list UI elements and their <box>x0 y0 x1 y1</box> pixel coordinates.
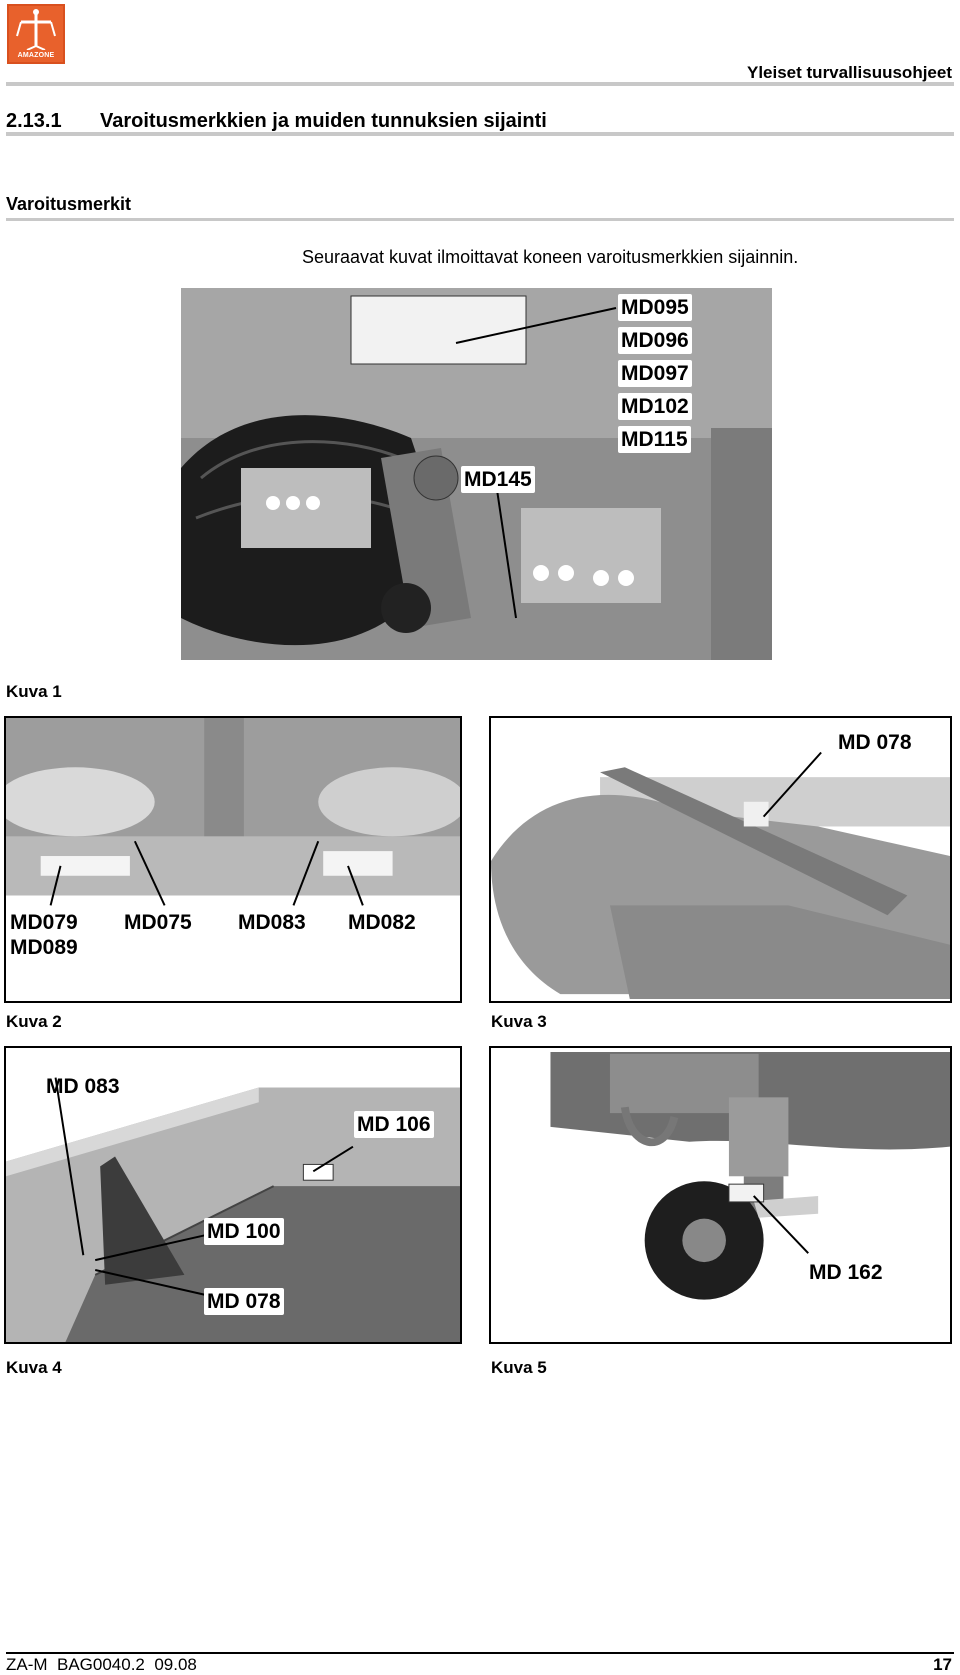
figure-5-caption: Kuva 5 <box>491 1358 547 1377</box>
logo-text: AMAZONE <box>17 52 55 59</box>
label-md095: MD095 <box>618 294 692 321</box>
footer-document-id: ZA-M BAG0040.2 09.08 <box>6 1655 197 1674</box>
label-md078-tank: MD 078 <box>204 1288 284 1315</box>
figure-1-illustration <box>181 288 772 660</box>
subsection-title: Varoitusmerkit <box>6 194 132 214</box>
label-md100: MD 100 <box>204 1218 284 1245</box>
figure-4-caption: Kuva 4 <box>6 1358 62 1377</box>
intro-text: Seuraavat kuvat ilmoittavat koneen varoi… <box>302 247 799 267</box>
label-md078: MD 078 <box>838 731 912 754</box>
footer-rule <box>6 1652 954 1654</box>
label-md115: MD115 <box>618 426 691 453</box>
subtitle-rule <box>6 218 954 221</box>
label-md083: MD083 <box>238 911 306 934</box>
label-md162: MD 162 <box>809 1261 883 1284</box>
label-md102: MD102 <box>618 393 692 420</box>
logo-figure-icon <box>16 9 56 51</box>
header-section-title: Yleiset turvallisuusohjeet <box>746 63 952 82</box>
label-md106: MD 106 <box>354 1111 434 1138</box>
page-number: 17 <box>933 1655 952 1674</box>
page-title: 2.13.1 Varoitusmerkkien ja muiden tunnuks… <box>6 110 547 133</box>
figure-2-illustration <box>6 718 460 906</box>
label-md079: MD079 <box>10 911 78 934</box>
amazone-logo: AMAZONE <box>7 4 65 64</box>
figure-5-illustration <box>550 1051 950 1300</box>
label-md083-tank: MD 083 <box>46 1075 120 1098</box>
figure-4-photo: MD 083 MD 106 MD 100 MD 078 <box>4 1046 462 1344</box>
label-md082: MD082 <box>348 911 416 934</box>
figure-3-illustration <box>491 751 950 1000</box>
label-md075: MD075 <box>124 911 192 934</box>
label-md089: MD089 <box>10 936 78 959</box>
label-md145: MD145 <box>461 466 535 493</box>
figure-3-photo: MD 078 <box>489 716 952 1003</box>
figure-1-caption: Kuva 1 <box>6 682 62 701</box>
figure-1-photo: MD095 MD096 MD097 MD102 MD115 MD145 <box>181 288 772 660</box>
section-number: 2.13.1 <box>6 110 62 132</box>
figure-4-illustration <box>6 1077 460 1342</box>
figure-2-caption: Kuva 2 <box>6 1012 62 1031</box>
figure-3-caption: Kuva 3 <box>491 1012 547 1031</box>
figure-5-photo: MD 162 <box>489 1046 952 1344</box>
title-rule <box>6 132 954 136</box>
figure-2-photo: MD079 MD089 MD075 MD083 MD082 <box>4 716 462 1003</box>
header-rule <box>6 82 954 86</box>
section-heading: Varoitusmerkkien ja muiden tunnuksien si… <box>100 110 547 132</box>
label-md097: MD097 <box>618 360 692 387</box>
label-md096: MD096 <box>618 327 692 354</box>
